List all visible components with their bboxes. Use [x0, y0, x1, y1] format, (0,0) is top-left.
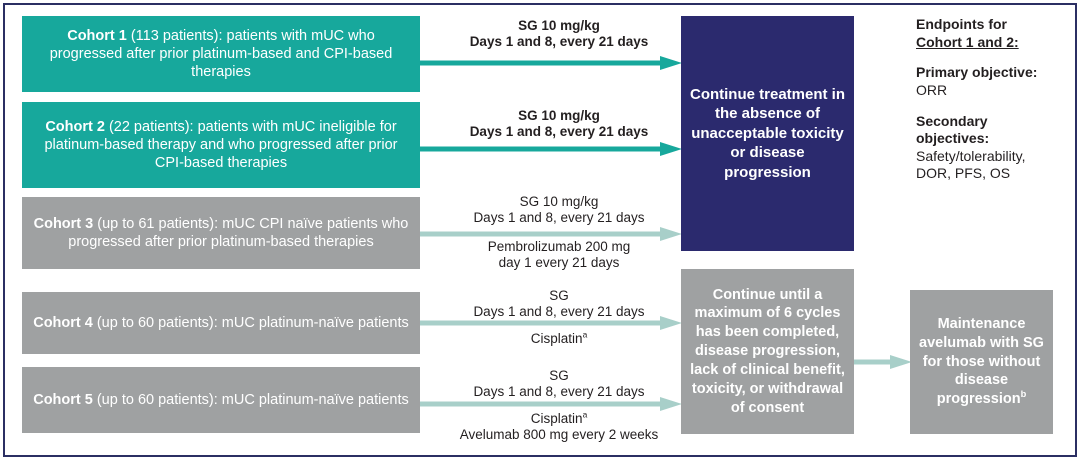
footnote-marker-a-2: a	[582, 409, 588, 420]
cohort-2-text: Cohort 2 (22 patients): patients with mU…	[32, 118, 410, 173]
cohort-3-label: Cohort 3	[33, 215, 94, 232]
continue-treatment-box: Continue treatment in the absence of una…	[681, 16, 854, 251]
arrow-cohort-3	[420, 226, 682, 242]
secondary-objectives-label: Secondary objectives:	[916, 112, 990, 147]
arrow-cohort-4	[420, 315, 682, 331]
regimen-cohort-5-drug: SG	[549, 368, 569, 383]
footnote-marker-a: a	[582, 329, 588, 340]
regimen-cohort-4-drug: SG	[549, 288, 569, 303]
primary-objective-label: Primary objective:	[916, 64, 1038, 81]
endpoints-title-line2: Cohort 1 and 2:	[916, 33, 1019, 50]
regimen-cohort-4-above: SG Days 1 and 8, every 21 days	[432, 288, 686, 320]
endpoints-title-line1: Endpoints for	[916, 16, 1007, 32]
cohort-1-label: Cohort 1	[67, 27, 127, 44]
secondary-objectives-value: Safety/tolerability, DOR, PFS, OS	[916, 147, 1026, 182]
regimen-cohort-1-drug: SG 10 mg/kg	[518, 18, 600, 33]
regimen-cohort-3-schedule: Days 1 and 8, every 21 days	[473, 210, 645, 226]
cohort-2-description: (22 patients): patients with mUC ineligi…	[44, 118, 398, 172]
regimen-cohort-4-below: Cisplatina	[432, 329, 686, 347]
cohort-4-text: Cohort 4 (up to 60 patients): mUC platin…	[33, 314, 409, 332]
continue-treatment-text: Continue treatment in the absence of una…	[689, 85, 845, 181]
maintenance-box: Maintenance avelumab with SG for those w…	[910, 290, 1053, 434]
cohort-1-box: Cohort 1 (113 patients): patients with m…	[22, 16, 420, 92]
regimen-cohort-5-combo-extra: Avelumab 800 mg every 2 weeks	[459, 427, 659, 443]
arrow-cohort-1	[420, 55, 682, 71]
cohort-5-text: Cohort 5 (up to 60 patients): mUC platin…	[33, 391, 409, 409]
regimen-cohort-3-drug: SG 10 mg/kg	[519, 194, 599, 209]
cohort-4-box: Cohort 4 (up to 60 patients): mUC platin…	[22, 292, 420, 354]
endpoints-title: Endpoints for Cohort 1 and 2:	[916, 16, 1062, 51]
regimen-cohort-4-combo-drug-name: Cisplatin	[530, 331, 583, 346]
cohort-5-description: (up to 60 patients): mUC platinum-naïve …	[92, 391, 409, 408]
cohort-2-label: Cohort 2	[45, 118, 105, 135]
continue-cycles-text: Continue until a maximum of 6 cycles has…	[690, 286, 845, 416]
regimen-cohort-5-schedule: Days 1 and 8, every 21 days	[473, 384, 645, 400]
cohort-5-box: Cohort 5 (up to 60 patients): mUC platin…	[22, 367, 420, 433]
regimen-cohort-5-combo-drug-name: Cisplatin	[530, 411, 583, 426]
regimen-cohort-3-combo-schedule: day 1 every 21 days	[498, 255, 620, 271]
cohort-3-description: (up to 61 patients): mUC CPI naïve patie…	[68, 215, 409, 250]
regimen-cohort-1-schedule: Days 1 and 8, every 21 days	[469, 34, 649, 50]
regimen-cohort-4-schedule: Days 1 and 8, every 21 days	[473, 304, 645, 320]
footnote-marker-b: b	[1020, 389, 1027, 400]
primary-objective-group: Primary objective: ORR	[916, 64, 1062, 99]
maintenance-text-wrapper: Maintenance avelumab with SG for those w…	[918, 315, 1045, 409]
continue-cycles-box: Continue until a maximum of 6 cycles has…	[681, 269, 854, 434]
maintenance-text: Maintenance avelumab with SG for those w…	[919, 315, 1044, 408]
cohort-3-text: Cohort 3 (up to 61 patients): mUC CPI na…	[32, 215, 410, 252]
arrow-cohort-5	[420, 396, 682, 412]
regimen-cohort-3-combo-drug: Pembrolizumab 200 mg	[487, 239, 631, 254]
arrow-cohort-2	[420, 141, 682, 157]
regimen-cohort-1: SG 10 mg/kg Days 1 and 8, every 21 days	[432, 18, 686, 50]
cohort-1-text: Cohort 1 (113 patients): patients with m…	[32, 27, 410, 82]
regimen-cohort-3-above: SG 10 mg/kg Days 1 and 8, every 21 days	[432, 194, 686, 226]
cohort-1-description: (113 patients): patients with mUC who pr…	[49, 27, 393, 81]
cohort-4-label: Cohort 4	[33, 314, 93, 331]
regimen-cohort-2: SG 10 mg/kg Days 1 and 8, every 21 days	[432, 108, 686, 140]
endpoints-panel: Endpoints for Cohort 1 and 2: Primary ob…	[916, 16, 1062, 183]
arrow-to-maintenance	[854, 354, 912, 370]
primary-objective-value: ORR	[916, 81, 948, 98]
regimen-cohort-2-schedule: Days 1 and 8, every 21 days	[469, 124, 649, 140]
regimen-cohort-2-drug: SG 10 mg/kg	[518, 108, 600, 123]
regimen-cohort-5-above: SG Days 1 and 8, every 21 days	[432, 368, 686, 400]
cohort-4-description: (up to 60 patients): mUC platinum-naïve …	[92, 314, 409, 331]
cohort-3-box: Cohort 3 (up to 61 patients): mUC CPI na…	[22, 197, 420, 269]
secondary-objectives-group: Secondary objectives: Safety/tolerabilit…	[916, 113, 1062, 184]
regimen-cohort-5-combo-drug: Cisplatina	[432, 409, 686, 427]
cohort-2-box: Cohort 2 (22 patients): patients with mU…	[22, 102, 420, 188]
cohort-5-label: Cohort 5	[33, 391, 93, 408]
regimen-cohort-4-combo-drug: Cisplatina	[432, 329, 686, 347]
regimen-cohort-5-below: Cisplatina Avelumab 800 mg every 2 weeks	[432, 409, 686, 443]
regimen-cohort-3-below: Pembrolizumab 200 mg day 1 every 21 days	[432, 239, 686, 271]
